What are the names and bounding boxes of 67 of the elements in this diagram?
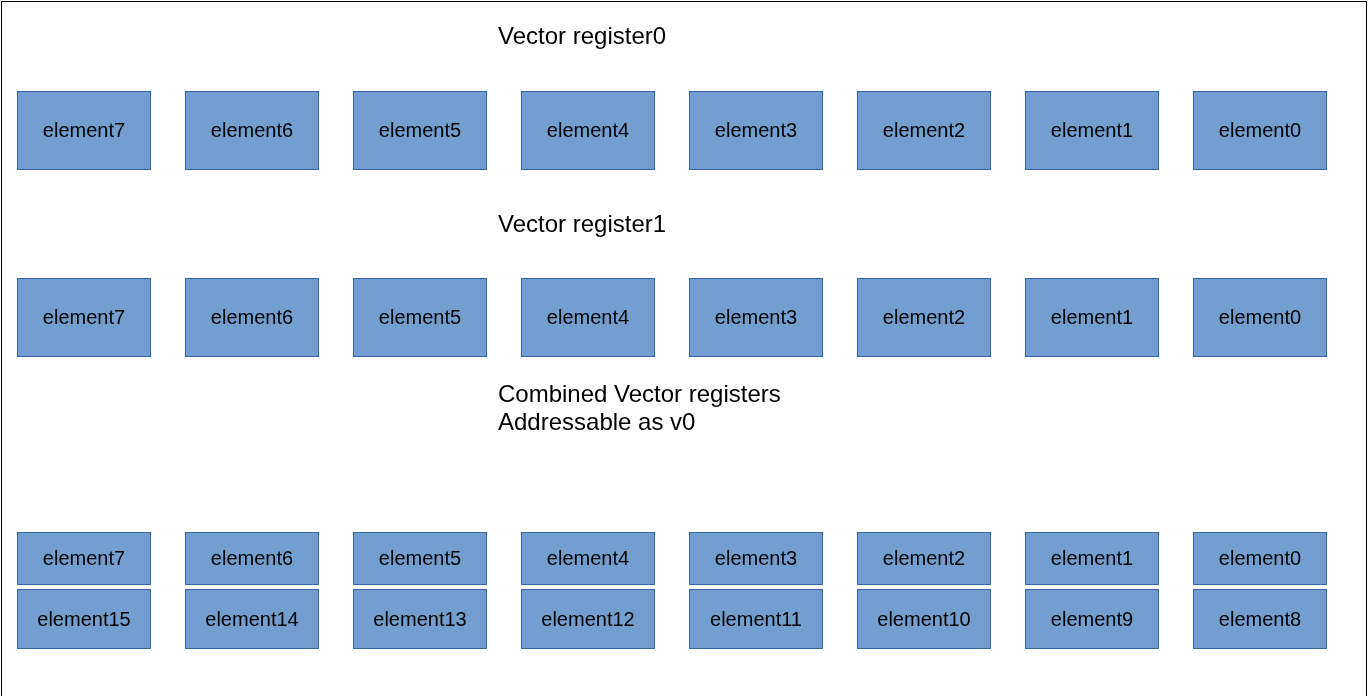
element-box <box>1193 91 1327 170</box>
element-box <box>185 589 319 649</box>
element-box <box>521 532 655 585</box>
element-label: element1 <box>1050 306 1134 329</box>
element-box <box>521 91 655 170</box>
element-box <box>1193 278 1327 357</box>
element-box <box>353 532 487 585</box>
register-heading: Combined Vector registers Addressable as v0 <box>498 380 782 436</box>
element-box <box>17 91 151 170</box>
element-label: element5 <box>378 547 462 570</box>
element-label: element0 <box>1218 547 1302 570</box>
element-label: element14 <box>205 607 299 631</box>
element-box <box>1025 589 1159 649</box>
element-box <box>689 278 823 357</box>
element-box <box>689 532 823 585</box>
element-box <box>17 589 151 649</box>
element-label: element5 <box>378 119 462 142</box>
element-label: element5 <box>378 306 462 329</box>
element-box <box>185 278 319 357</box>
element-box <box>17 278 151 357</box>
element-label: element12 <box>541 607 635 631</box>
element-label: element7 <box>42 306 126 329</box>
element-label: element13 <box>373 607 467 631</box>
element-label: element4 <box>546 306 630 329</box>
element-label: element4 <box>546 119 630 142</box>
element-label: element6 <box>210 119 294 142</box>
element-label: element1 <box>1050 119 1134 142</box>
element-label: element3 <box>714 306 798 329</box>
element-box <box>353 589 487 649</box>
element-box <box>185 91 319 170</box>
element-box <box>857 278 991 357</box>
element-label: element9 <box>1050 607 1134 631</box>
element-box <box>185 532 319 585</box>
register-heading: Vector register0 <box>498 22 668 50</box>
element-label: element10 <box>877 607 971 631</box>
element-label: element0 <box>1218 119 1302 142</box>
element-box <box>1193 589 1327 649</box>
register-heading: Vector register1 <box>498 210 668 238</box>
element-box <box>1193 532 1327 585</box>
element-box <box>1025 532 1159 585</box>
element-label: element11 <box>710 607 802 631</box>
element-box <box>857 532 991 585</box>
element-label: element3 <box>714 547 798 570</box>
element-label: element6 <box>210 306 294 329</box>
element-label: element7 <box>42 547 126 570</box>
element-box <box>1025 91 1159 170</box>
element-label: element15 <box>37 607 131 631</box>
element-box <box>1025 278 1159 357</box>
element-box <box>521 589 655 649</box>
element-box <box>689 589 823 649</box>
element-box <box>857 589 991 649</box>
element-label: element1 <box>1050 547 1134 570</box>
element-box <box>689 91 823 170</box>
element-label: element4 <box>546 547 630 570</box>
element-label: element3 <box>714 119 798 142</box>
element-box <box>521 278 655 357</box>
element-box <box>17 532 151 585</box>
element-label: element8 <box>1218 607 1302 631</box>
element-label: element2 <box>882 119 966 142</box>
element-label: element6 <box>210 547 294 570</box>
element-label: element7 <box>42 119 126 142</box>
element-box <box>353 278 487 357</box>
element-label: element2 <box>882 547 966 570</box>
element-box <box>857 91 991 170</box>
element-box <box>353 91 487 170</box>
element-label: element2 <box>882 306 966 329</box>
element-label: element0 <box>1218 306 1302 329</box>
